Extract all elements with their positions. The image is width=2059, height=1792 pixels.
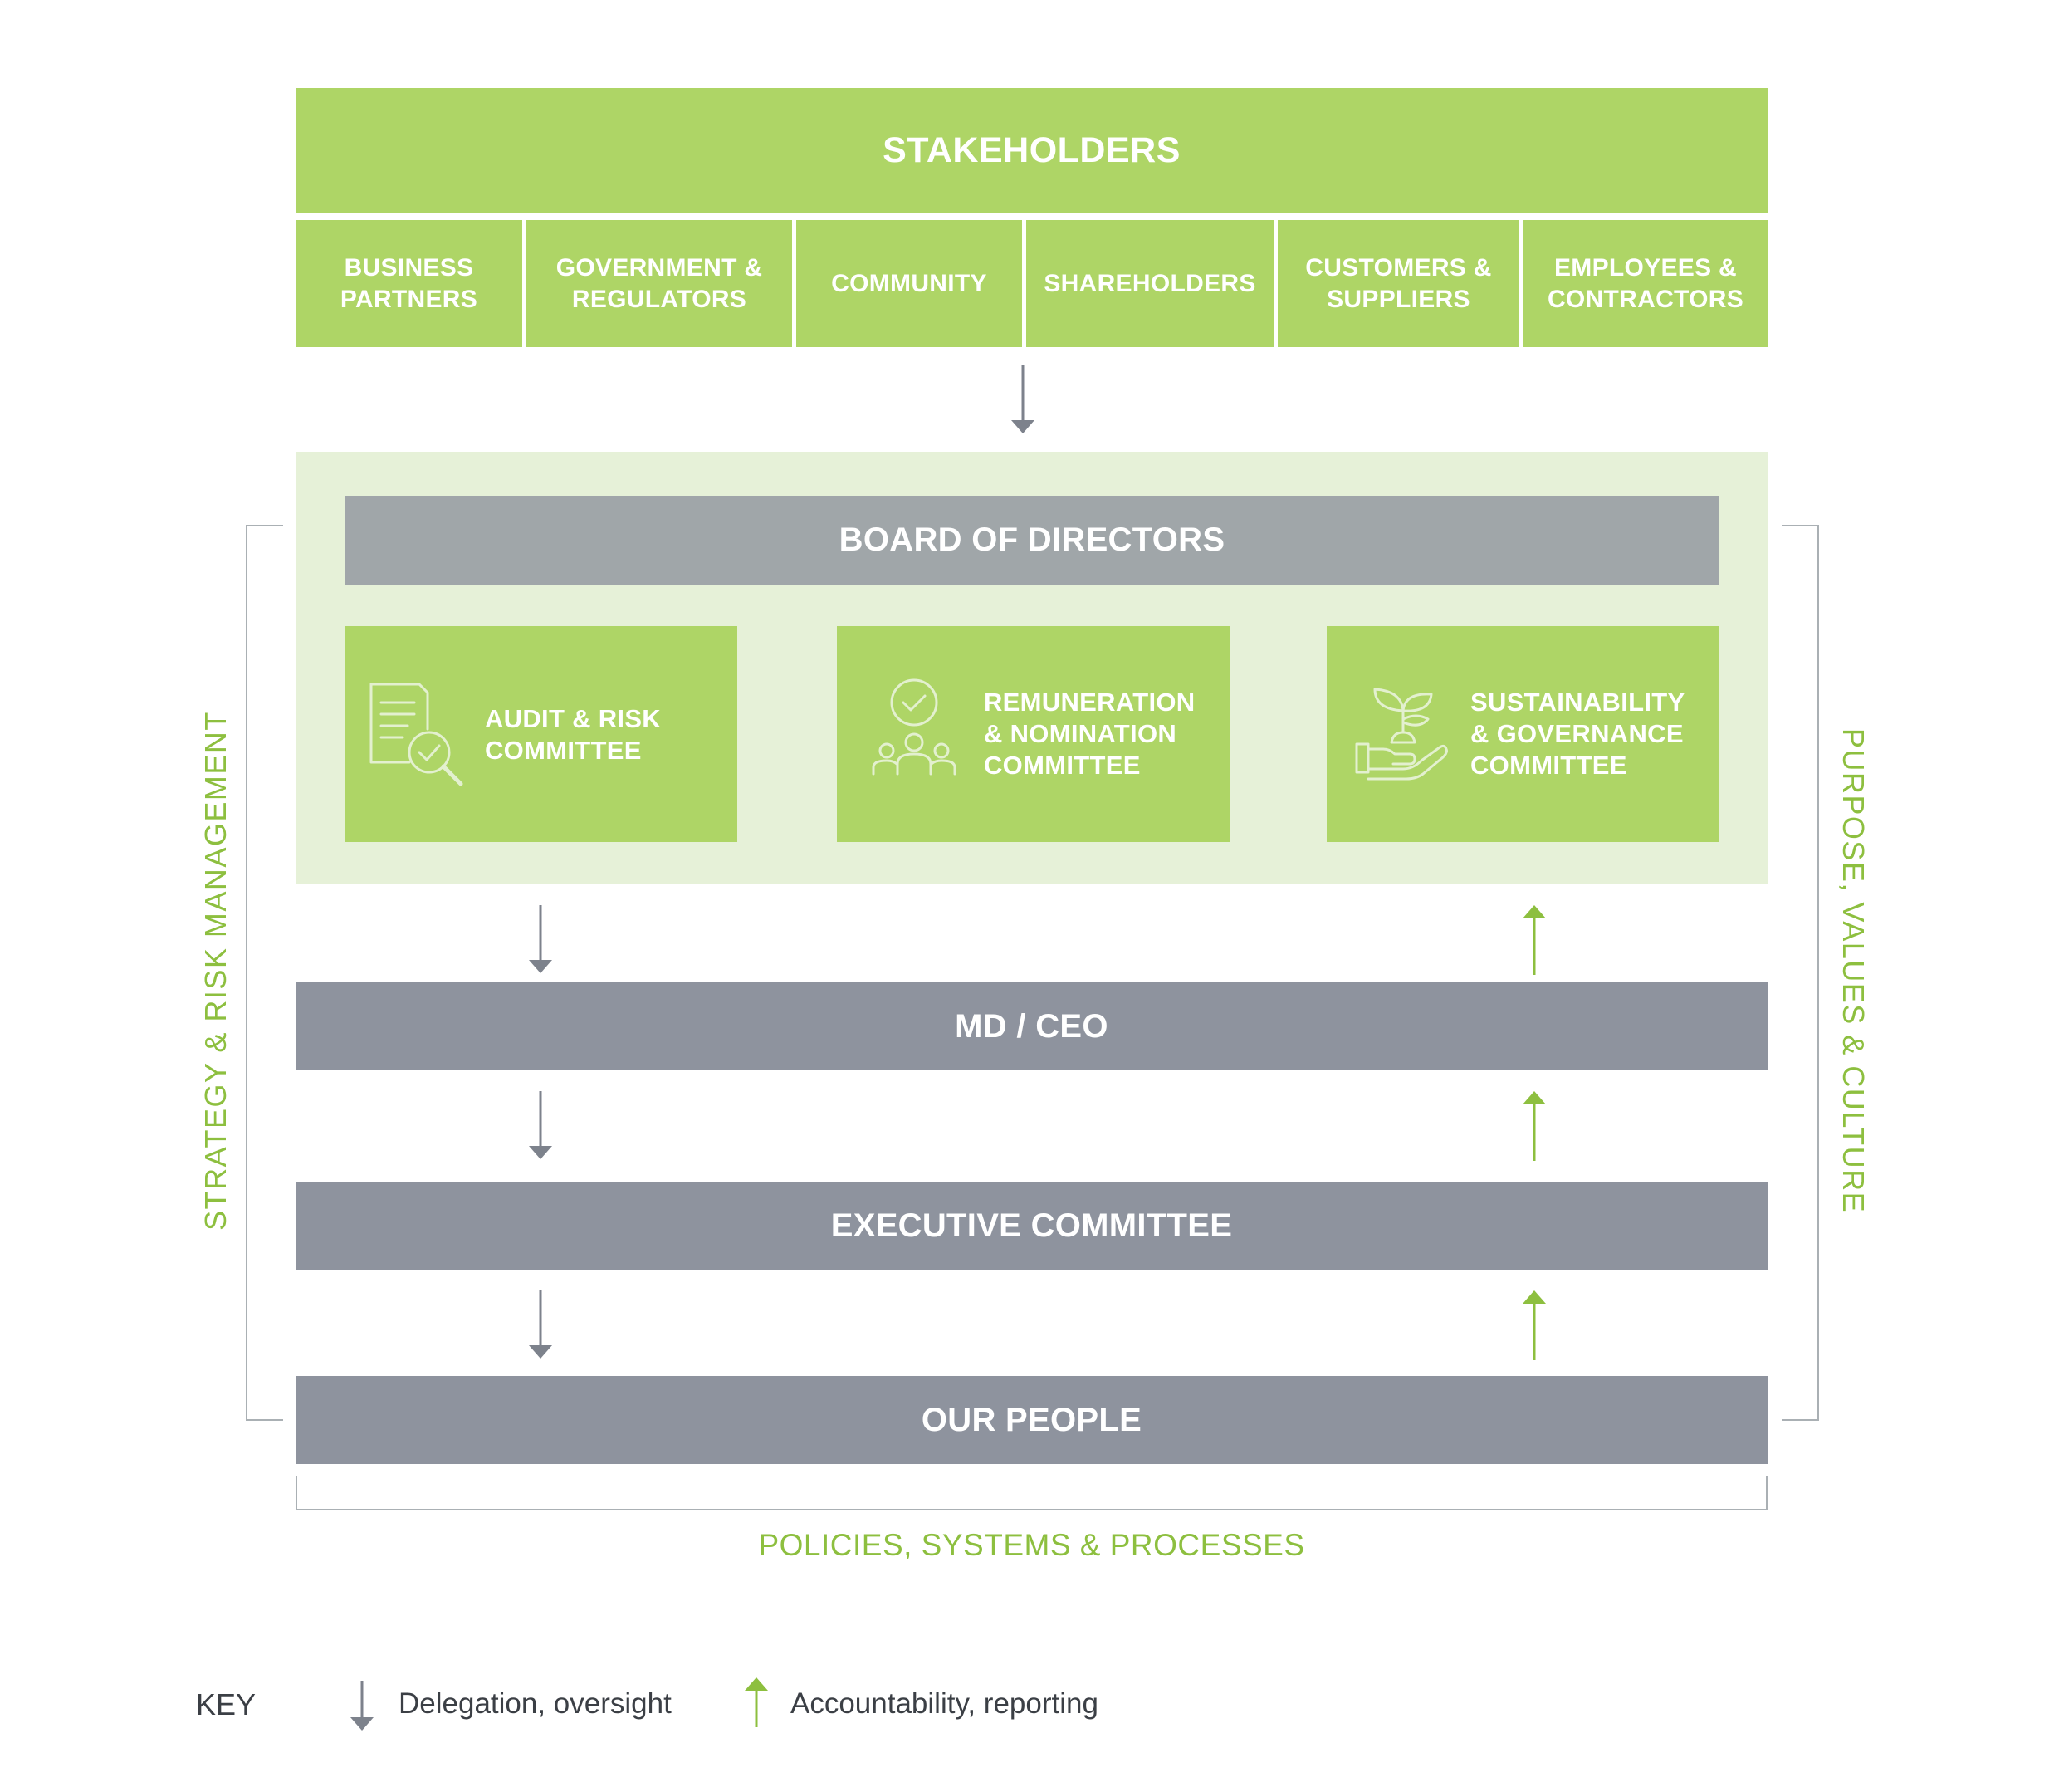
document-check-magnifier-icon (369, 683, 463, 786)
delegation-key-label: Delegation, oversight (399, 1687, 672, 1720)
stakeholder-business-partners: BUSINESS PARTNERS (296, 220, 522, 347)
stakeholder-label: GOVERNMENT & REGULATORS (555, 253, 763, 313)
board-title: BOARD OF DIRECTORS (839, 521, 1225, 558)
delegation-key-arrow (350, 1681, 374, 1731)
right-bracket (1782, 525, 1819, 1421)
stakeholder-customers-suppliers: CUSTOMERS & SUPPLIERS (1278, 220, 1519, 347)
purpose-values-label: PURPOSE, VALUES & CULTURE (1832, 713, 1874, 1228)
stakeholder-label: BUSINESS PARTNERS (340, 253, 478, 313)
stakeholder-label: EMPLOYEES & CONTRACTORS (1547, 253, 1744, 313)
our-people-bar: OUR PEOPLE (296, 1376, 1768, 1464)
policies-systems-label: POLICIES, SYSTEMS & PROCESSES (296, 1528, 1768, 1569)
stakeholders-header: STAKEHOLDERS (296, 88, 1768, 213)
stakeholder-label: CUSTOMERS & SUPPLIERS (1305, 253, 1492, 313)
board-of-directors: BOARD OF DIRECTORS (345, 496, 1719, 585)
accountability-key-label: Accountability, reporting (790, 1687, 1098, 1720)
stakeholder-employees-contractors: EMPLOYEES & CONTRACTORS (1523, 220, 1768, 347)
remuneration-nomination-committee: REMUNERATION & NOMINATION COMMITTEE (837, 626, 1230, 842)
side-label-right: PURPOSE, VALUES & CULTURE (1836, 727, 1871, 1214)
accountability-arrow (1523, 905, 1546, 975)
delegation-arrow (1011, 365, 1034, 433)
audit-risk-committee: AUDIT & RISK COMMITTEE (345, 626, 737, 842)
stakeholder-community: COMMUNITY (796, 220, 1022, 347)
people-check-icon (872, 678, 956, 776)
sustainability-governance-committee: SUSTAINABILITY & GOVERNANCE COMMITTEE (1327, 626, 1719, 842)
our-people-title: OUR PEOPLE (921, 1401, 1142, 1438)
bottom-bracket (296, 1476, 1768, 1510)
strategy-risk-label: STRATEGY & RISK MANAGEMENT (195, 711, 237, 1231)
stakeholder-government-regulators: GOVERNMENT & REGULATORS (526, 220, 792, 347)
stakeholders-title: STAKEHOLDERS (883, 130, 1181, 170)
accountability-arrow (1523, 1091, 1546, 1161)
committee-label: REMUNERATION & NOMINATION COMMITTEE (984, 688, 1196, 780)
accountability-arrow (1523, 1290, 1546, 1360)
delegation-arrow (529, 905, 552, 973)
committee-label: SUSTAINABILITY & GOVERNANCE COMMITTEE (1470, 688, 1685, 780)
key-title: KEY (196, 1687, 257, 1721)
accountability-key-arrow (745, 1677, 768, 1727)
stakeholder-label: COMMUNITY (831, 269, 987, 297)
executive-committee-title: EXECUTIVE COMMITTEE (830, 1207, 1233, 1244)
md-ceo-title: MD / CEO (955, 1007, 1108, 1045)
bottom-label: POLICIES, SYSTEMS & PROCESSES (758, 1528, 1305, 1562)
committee-label: AUDIT & RISK COMMITTEE (485, 704, 661, 765)
side-label-left: STRATEGY & RISK MANAGEMENT (198, 711, 232, 1231)
stakeholder-shareholders: SHAREHOLDERS (1026, 220, 1274, 347)
left-bracket (246, 525, 283, 1421)
hand-plant-icon (1355, 688, 1448, 781)
executive-committee-bar: EXECUTIVE COMMITTEE (296, 1182, 1768, 1270)
delegation-arrow (529, 1091, 552, 1159)
md-ceo-bar: MD / CEO (296, 982, 1768, 1070)
stakeholder-label: SHAREHOLDERS (1044, 269, 1256, 297)
delegation-arrow (529, 1290, 552, 1359)
